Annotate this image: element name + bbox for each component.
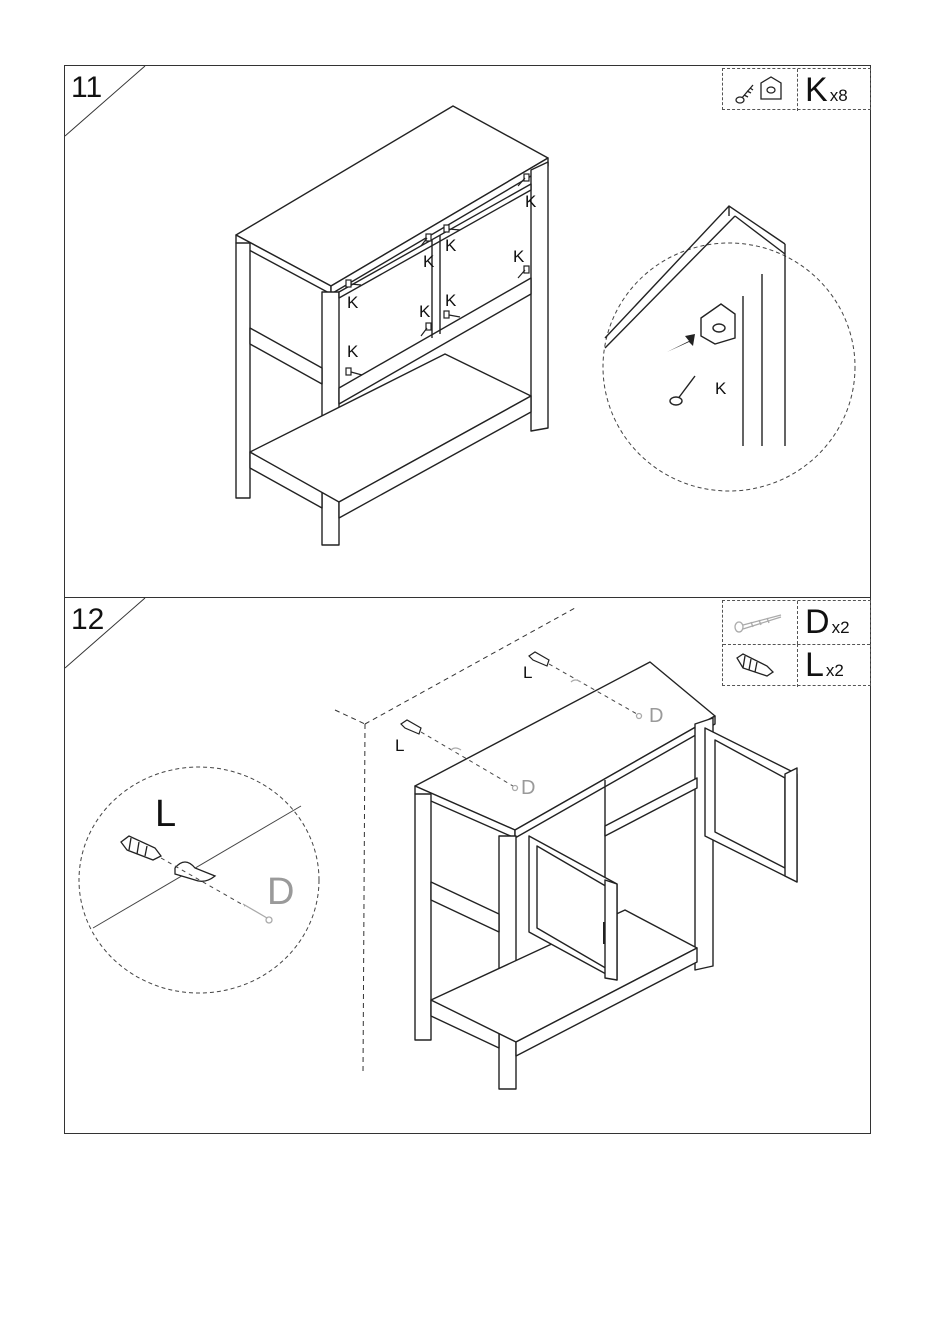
callout-k: K: [513, 248, 524, 266]
callout-k: K: [423, 253, 434, 271]
cabinet-assembly-drawing: [65, 66, 872, 599]
detail-label-l: L: [155, 794, 176, 834]
callout-d: D: [521, 779, 535, 797]
callout-l: L: [523, 664, 532, 682]
callout-k: K: [347, 343, 358, 361]
callout-k: K: [419, 303, 430, 321]
callout-k: K: [347, 294, 358, 312]
wall-anchoring-drawing: [65, 598, 872, 1134]
callout-l: L: [395, 737, 404, 755]
callout-d: D: [649, 707, 663, 725]
detail-callout-k: K: [715, 380, 726, 398]
detail-label-d: D: [267, 872, 294, 912]
detail-circle: [603, 243, 855, 491]
callout-k: K: [525, 193, 536, 211]
callout-k: K: [445, 292, 456, 310]
callout-k: K: [445, 237, 456, 255]
